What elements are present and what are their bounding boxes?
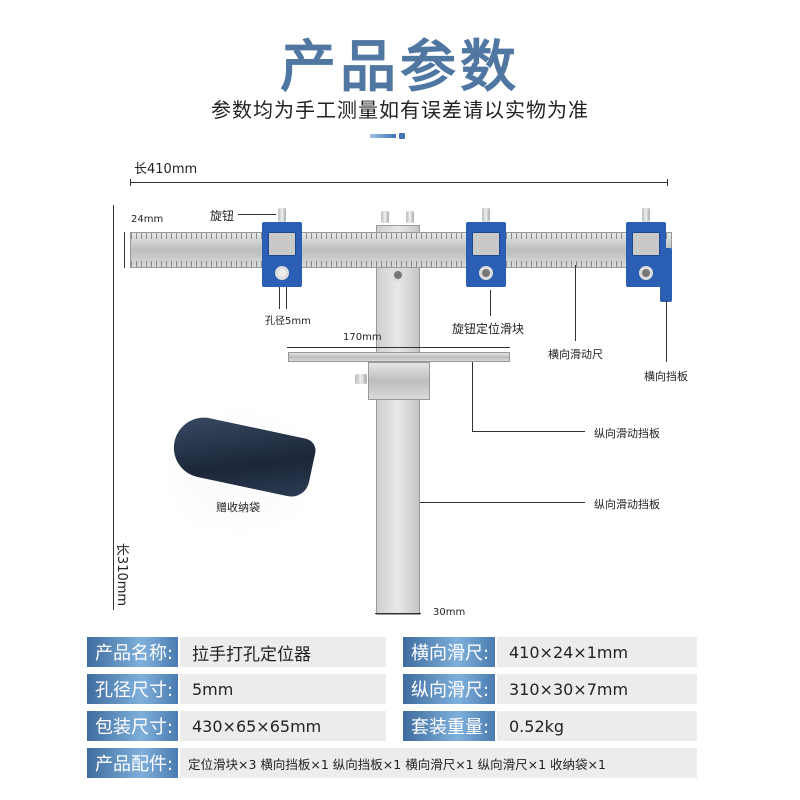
width-label: 24mm	[131, 214, 164, 225]
spec-key: 孔径尺寸:	[87, 674, 178, 704]
spec-key: 产品配件:	[87, 748, 178, 778]
bag-label: 赠收纳袋	[216, 501, 260, 514]
accent-dot	[399, 133, 405, 139]
page-title: 产品参数	[280, 35, 520, 100]
knob-icon	[642, 208, 650, 222]
length-dimension-line	[130, 182, 668, 183]
knob-icon	[278, 208, 286, 222]
crossbar-length-label: 170mm	[343, 332, 382, 343]
knob-icon	[355, 374, 367, 384]
horizontal-ruler	[130, 232, 672, 268]
spec-key: 套装重量:	[403, 711, 495, 741]
bag-shape	[168, 412, 318, 500]
spec-value: 310×30×7mm	[497, 674, 697, 704]
v-stop-label-2: 纵向滑动挡板	[594, 498, 660, 511]
v-ruler-width-label: 30mm	[433, 607, 466, 618]
slider-label: 旋钮定位滑块	[452, 322, 525, 336]
spec-value: 定位滑块×3 横向挡板×1 纵向挡板×1 横向滑尺×1 纵向滑尺×1 收纳袋×1	[180, 748, 697, 778]
accent-bar	[370, 134, 396, 138]
spec-key: 横向滑尺:	[403, 637, 495, 667]
slider-left	[262, 222, 302, 287]
knob-icon	[406, 211, 414, 223]
h-stop-label: 横向挡板	[644, 370, 688, 383]
spec-value: 410×24×1mm	[497, 637, 697, 667]
crossbar-dimension-line	[287, 347, 510, 348]
dimension-tick	[130, 179, 131, 186]
spec-value: 拉手打孔定位器	[180, 637, 386, 667]
spec-value: 0.52kg	[497, 711, 697, 741]
length-label: 长410mm	[134, 162, 198, 177]
leader-line	[490, 290, 491, 316]
hole-icon	[391, 268, 405, 282]
height-dimension-line	[113, 205, 114, 610]
leader-line	[279, 287, 280, 309]
horizontal-stop	[660, 248, 672, 302]
vertical-ruler	[376, 225, 420, 615]
slider-right	[626, 222, 666, 287]
crossbar	[288, 352, 510, 362]
leader-line	[420, 502, 585, 503]
v-ruler-width-line	[375, 613, 421, 614]
knob-label: 旋钮	[210, 209, 235, 223]
h-ruler-label: 横向滑动尺	[548, 348, 603, 361]
leader-line	[666, 300, 667, 362]
v-stop-label-1: 纵向滑动挡板	[594, 427, 660, 440]
leader-line	[472, 431, 585, 432]
knob-icon	[381, 211, 389, 223]
page-subtitle: 参数均为手工测量如有误差请以实物为准	[211, 98, 589, 122]
spec-value: 430×65×65mm	[180, 711, 386, 741]
spec-value: 5mm	[180, 674, 386, 704]
height-label: 长310mm	[114, 542, 130, 607]
crossbar-block	[368, 362, 430, 400]
dimension-tick	[667, 179, 668, 186]
bag-image	[165, 412, 318, 532]
spec-key: 包装尺寸:	[87, 711, 178, 741]
leader-line	[238, 214, 276, 215]
leader-line	[575, 265, 576, 341]
leader-line	[472, 362, 473, 432]
leader-line	[286, 287, 287, 309]
spec-key: 纵向滑尺:	[403, 674, 495, 704]
knob-icon	[482, 208, 490, 222]
spec-key: 产品名称:	[87, 637, 178, 667]
hole-label: 孔径5mm	[265, 316, 311, 327]
slider-middle	[466, 222, 506, 287]
width-bracket	[124, 232, 125, 268]
